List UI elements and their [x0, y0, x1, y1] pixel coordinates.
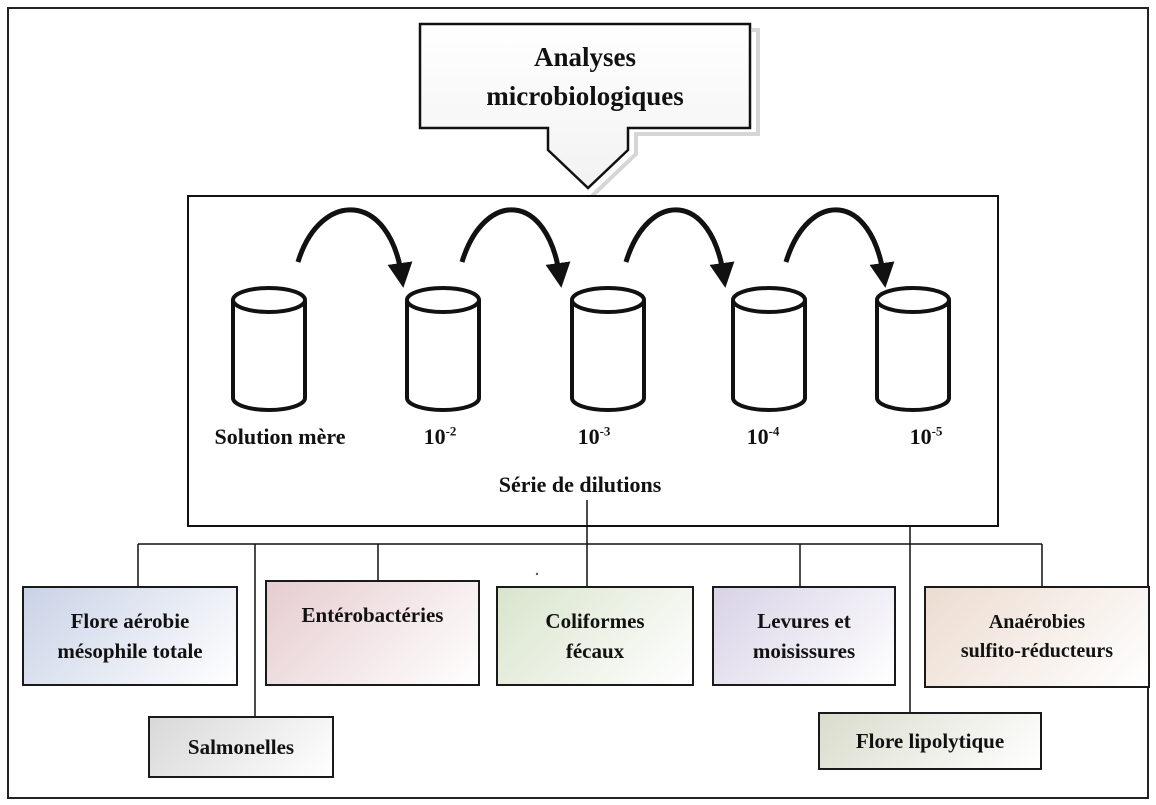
analysis-label-line1: Coliformes [545, 608, 645, 633]
analysis-label-line1: Flore aérobie [70, 608, 190, 633]
dilution-series-label: Série de dilutions [498, 472, 662, 497]
transfer-arrow-4 [783, 207, 895, 288]
dilution-base-5: 10 [909, 424, 932, 449]
dilution-exp-3: -3 [599, 423, 611, 439]
dilution-base-2: 10 [423, 424, 446, 449]
tube-dilution-4 [731, 286, 807, 412]
connector-lines [137, 500, 1043, 716]
title-arrow-shape [418, 22, 752, 190]
transfer-arrow-2 [459, 207, 571, 288]
dilution-exp-4: -4 [768, 423, 780, 439]
tube-dilution-5 [875, 286, 951, 412]
outer-border [7, 7, 1149, 799]
analysis-box-anaerobies: Anaérobies sulfito-réducteurs [924, 586, 1150, 688]
transfer-arrow-1 [295, 207, 413, 288]
analysis-label-line1: Entérobactéries [301, 603, 444, 627]
tube-dilution-3 [570, 286, 646, 412]
analysis-box-salmonelles: Salmonelles [148, 716, 334, 778]
page-title: Analyses microbiologiques [420, 38, 750, 116]
dilution-exp-2: -2 [445, 423, 457, 439]
dilution-exp-5: -5 [931, 423, 943, 439]
analysis-label-line2: fécaux [565, 639, 625, 663]
tube-mother [231, 286, 307, 412]
analysis-label-line2: moisissures [752, 639, 856, 663]
dilution-base-4: 10 [746, 424, 769, 449]
stray-dot [535, 572, 539, 576]
tube-dilution-2 [405, 286, 481, 412]
transfer-arrow-3 [623, 207, 735, 288]
dilution-label-3: 10-3 [554, 424, 634, 450]
title-arrow-shadow [590, 28, 760, 198]
title-line-2: microbiologiques [486, 81, 684, 112]
dilution-label-4: 10-4 [723, 424, 803, 450]
dilution-label-2: 10-2 [400, 424, 480, 450]
analysis-box-levures: Levures et moisissures [712, 586, 896, 686]
dilution-base-3: 10 [577, 424, 600, 449]
analysis-box-flore-aerobie: Flore aérobie mésophile totale [22, 586, 238, 686]
analysis-box-flore-lipolytique: Flore lipolytique [818, 712, 1042, 770]
analysis-box-enterobacteries: Entérobactéries [265, 580, 480, 686]
analysis-label-line1: Levures et [757, 608, 851, 633]
analysis-label-line2: mésophile totale [57, 639, 203, 663]
dilution-label-5: 10-5 [886, 424, 966, 450]
title-line-1: Analyses [533, 42, 636, 72]
analysis-box-coliformes: Coliformes fécaux [496, 586, 694, 686]
analysis-label-line1: Anaérobies [988, 611, 1086, 633]
analysis-label-line2: sulfito-réducteurs [960, 640, 1114, 662]
mother-solution-label: Solution mère [214, 424, 346, 449]
